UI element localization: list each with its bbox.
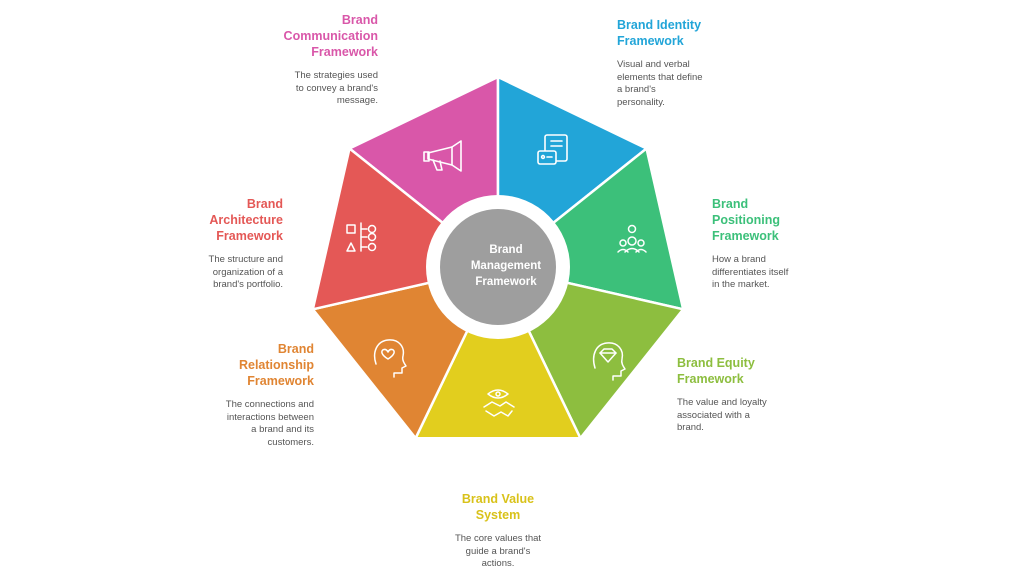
center-title: Brand Management Framework — [470, 244, 542, 288]
desc-value: The core values that guide a brand's act… — [454, 533, 542, 569]
label-relationship: Brand Relationship Framework The connect… — [144, 341, 314, 449]
title-communication: Brand Communication Framework — [283, 13, 378, 59]
handshake-eye-icon — [483, 389, 515, 417]
label-communication: Brand Communication Framework The strate… — [208, 12, 378, 108]
desc-architecture: The structure and organization of a bran… — [208, 254, 283, 290]
center-hub — [440, 209, 556, 325]
desc-identity: Visual and verbal elements that define a… — [617, 59, 703, 108]
label-identity: Brand Identity Framework Visual and verb… — [617, 17, 787, 109]
label-architecture: Brand Architecture Framework The structu… — [113, 196, 283, 292]
megaphone-icon — [423, 140, 462, 172]
heart-head-icon — [373, 339, 407, 378]
desc-equity: The value and loyalty associated with a … — [677, 397, 767, 433]
title-relationship: Brand Relationship Framework — [238, 342, 314, 388]
title-equity: Brand Equity Framework — [677, 356, 755, 386]
person-group-icon — [617, 224, 647, 253]
hierarchy-shapes-icon — [346, 222, 377, 252]
desc-positioning: How a brand differentiates itself in the… — [712, 254, 789, 290]
title-positioning: Brand Positioning Framework — [712, 197, 781, 243]
label-equity: Brand Equity Framework The value and loy… — [677, 355, 847, 435]
title-value: Brand Value System — [461, 492, 535, 522]
diamond-head-icon — [592, 342, 626, 381]
label-value: Brand Value System The core values that … — [413, 491, 583, 571]
label-positioning: Brand Positioning Framework How a brand … — [712, 196, 882, 292]
title-architecture: Brand Architecture Framework — [209, 197, 283, 243]
title-identity: Brand Identity Framework — [617, 18, 702, 48]
desc-communication: The strategies used to convey a brand's … — [294, 70, 378, 106]
desc-relationship: The connections and interactions between… — [225, 399, 314, 448]
id-card-icon — [537, 134, 568, 165]
